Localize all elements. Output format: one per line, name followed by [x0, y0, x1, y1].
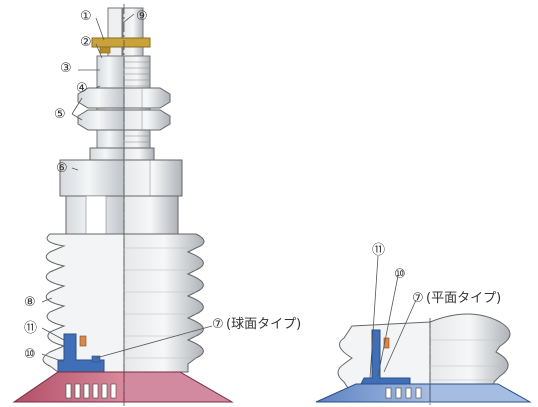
- callout-9: ⑨: [136, 9, 148, 24]
- callout-11-left: ⑪: [24, 321, 37, 336]
- hex-body: [59, 159, 125, 197]
- callout-2: ②: [80, 35, 92, 50]
- right-pad-assembly: [315, 313, 532, 406]
- callout-10-right: ⑩: [394, 267, 406, 282]
- callout-labels: ① ⑨ ② ③ ④ ⑤ ⑥ ⑧ ⑪ ⑩ ⑦ (球面タイプ) ⑪ ⑩ ⑦ (平面タ…: [24, 9, 501, 362]
- callout-5: ⑤: [54, 107, 66, 122]
- bellows: [42, 233, 125, 373]
- right-type-label: (平面タイプ): [426, 291, 501, 306]
- left-pad-assembly: [12, 4, 234, 406]
- left-type-label: (球面タイプ): [226, 317, 301, 332]
- callout-1: ①: [80, 9, 92, 24]
- lower-nut: [77, 109, 125, 131]
- brass-cap: [91, 37, 151, 48]
- callout-7-left: ⑦: [212, 317, 224, 332]
- callout-11-right: ⑪: [372, 243, 385, 258]
- callout-8: ⑧: [24, 295, 36, 310]
- leader-lines: [41, 13, 417, 379]
- pad-skirt-right: [315, 383, 431, 403]
- callout-6: ⑥: [56, 161, 68, 176]
- suction-holes: [65, 383, 117, 399]
- callout-4: ④: [76, 81, 88, 96]
- callout-7-right: ⑦: [412, 291, 424, 306]
- callout-10-left: ⑩: [24, 347, 36, 362]
- callout-3: ③: [60, 61, 72, 76]
